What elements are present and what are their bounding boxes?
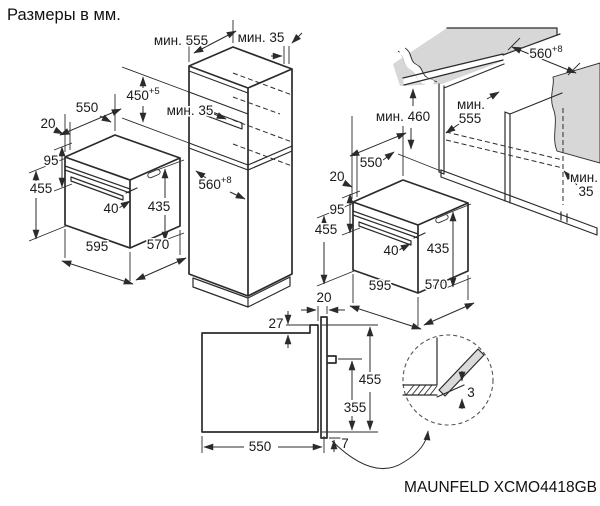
leader-arrow xyxy=(382,151,395,161)
dim-handle: 40 xyxy=(383,243,398,258)
dim-body-width: 570 xyxy=(425,277,448,292)
dimension-line xyxy=(511,46,577,74)
leader-arrow xyxy=(118,200,131,209)
detail-circle xyxy=(402,334,494,426)
leader-arrow xyxy=(398,243,411,252)
dimension-line xyxy=(59,108,122,136)
oven-body xyxy=(352,179,469,294)
oven-body-outline xyxy=(352,179,469,294)
oven-door-and-handle xyxy=(64,165,138,201)
counter-niche-drawing: 560+8 мин. 555 мин. 460 мин. 35 xyxy=(374,27,600,236)
dim-niche-height: 450+5 xyxy=(126,86,159,103)
section-view-drawing: 20 27 455 355 7 550 xyxy=(201,289,383,456)
cabinet-section-outline xyxy=(201,316,337,439)
dimension-line xyxy=(61,260,134,285)
value: 560 xyxy=(529,46,552,61)
break-line-gap xyxy=(398,47,435,88)
dim-min-depth-value: 555 xyxy=(459,111,482,126)
dimension-arrow xyxy=(195,170,207,180)
tolerance: +8 xyxy=(552,44,563,55)
page-title: Размеры в мм. xyxy=(7,6,121,24)
dimension-arrow xyxy=(229,191,246,200)
dim-niche-width: 560+8 xyxy=(529,44,562,61)
dim-body-height: 435 xyxy=(148,199,171,214)
hidden-edge-lines xyxy=(445,108,564,205)
right-oven-drawing: 550 20 95 455 40 435 595 570 xyxy=(313,116,475,330)
niche-panels-and-floor xyxy=(402,27,598,236)
dim-min-top-gap: мин. 35 xyxy=(238,30,285,45)
oven-door-and-handle xyxy=(352,210,426,246)
leader-arrow xyxy=(99,114,112,123)
dim-vent-gap: мин. 35 xyxy=(167,103,214,118)
dimension-line xyxy=(193,30,237,54)
dim-depth: 550 xyxy=(360,155,383,170)
extension-lines xyxy=(201,306,378,453)
side-grip-slot xyxy=(435,214,449,224)
dim-height: 455 xyxy=(315,222,338,237)
dim-handle: 40 xyxy=(103,201,118,216)
dim-panel-height: 95 xyxy=(43,153,58,168)
dim-height: 455 xyxy=(359,372,382,387)
dim-width: 595 xyxy=(369,278,392,293)
hidden-edge-lines xyxy=(232,72,293,167)
side-grip-slot xyxy=(147,169,161,179)
break-line-edge xyxy=(404,47,438,83)
value: 450 xyxy=(126,88,149,103)
dim-body-height: 435 xyxy=(427,241,450,256)
dim-body-width: 570 xyxy=(147,237,170,252)
tall-cabinet-drawing: мин. 555 мин. 35 450+5 мин. 35 560+8 xyxy=(121,20,303,308)
dim-handle-height: 355 xyxy=(344,400,367,415)
dimension-arrow xyxy=(563,170,578,186)
tolerance: +5 xyxy=(149,86,160,97)
tolerance: +8 xyxy=(221,175,232,186)
value: 560 xyxy=(198,177,221,192)
dim-min-depth-label: мин. xyxy=(457,97,485,112)
dim-min-height: мин. 460 xyxy=(376,109,430,124)
dim-top-inset: 27 xyxy=(268,316,283,331)
dim-depth: 550 xyxy=(76,100,99,115)
dimension-line xyxy=(349,132,407,157)
dimension-arrow xyxy=(486,91,500,100)
dim-door-offset: 20 xyxy=(329,169,344,184)
cabinet-edge-lines xyxy=(402,337,465,398)
detail-leader-curve xyxy=(331,430,431,470)
dimension-line xyxy=(349,305,422,330)
dim-niche-width: 560+8 xyxy=(198,175,231,192)
oven-body-outline xyxy=(64,134,181,249)
leader-arrow xyxy=(53,126,64,135)
dim-depth: 550 xyxy=(249,439,272,454)
dim-min-depth: мин. 555 xyxy=(154,33,208,48)
dim-panel-height: 95 xyxy=(329,202,344,217)
dimension-line xyxy=(423,302,475,326)
dimension-line xyxy=(135,257,187,281)
dim-height: 455 xyxy=(30,181,53,196)
door-detail-drawing: 3 xyxy=(331,334,494,470)
hatch-lines xyxy=(405,384,438,396)
dim-door-offset: 20 xyxy=(40,116,55,131)
dim-width: 595 xyxy=(86,239,109,254)
dim-gap: 3 xyxy=(467,385,475,400)
cabinet-shelves-and-plinth xyxy=(188,70,293,308)
dim-door-offset: 20 xyxy=(316,290,331,305)
model-name: MAUNFELD XCMO4418GB xyxy=(404,479,597,496)
dim-bottom-gap: 7 xyxy=(341,436,349,451)
dim-back-gap-value: 35 xyxy=(578,184,593,199)
back-wall xyxy=(551,62,600,164)
leader-arrow xyxy=(213,112,227,120)
extension-lines xyxy=(316,116,472,326)
cabinet-outline xyxy=(188,46,293,297)
leader-arrow xyxy=(291,32,303,44)
dimension-arrow xyxy=(445,123,460,134)
leader-arrow xyxy=(342,179,353,188)
left-oven-drawing: 550 20 95 455 40 435 595 570 xyxy=(28,94,187,285)
dim-back-gap-label: мин. xyxy=(570,170,598,185)
worktop-front-band xyxy=(403,54,503,85)
